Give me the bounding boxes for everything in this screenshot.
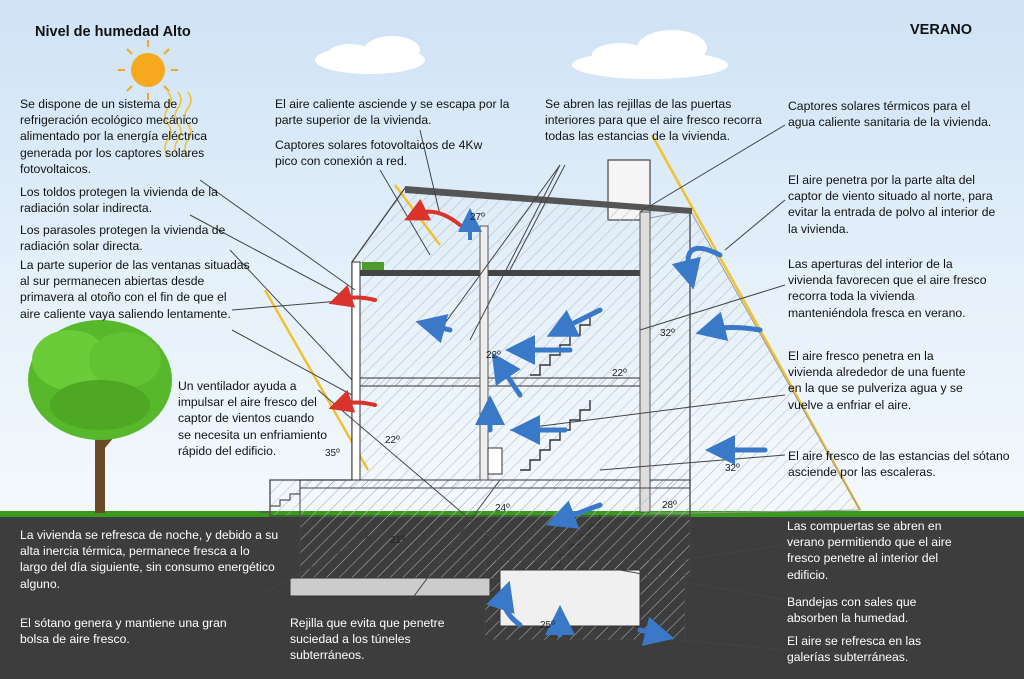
annotation-wind-catcher: El aire penetra por la parte alta del ca… [788,173,996,236]
annotation-parasols: Los parasoles protegen la vivienda de ra… [20,223,226,254]
temperature-label: 28º [662,500,677,511]
cloud-icon [315,36,425,74]
annotation-fan: Un ventilador ayuda a impulsar el aire f… [178,379,328,458]
humidity-level-title: Nivel de humedad Alto [35,24,191,40]
temperature-label: 21º [390,535,405,546]
hot-air-arrows [328,198,462,413]
annotation-dirt-grille: Rejilla que evita que penetre suciedad a… [290,616,445,663]
temperature-label: 32º [725,463,740,474]
temperature-label: 32º [660,328,675,339]
annotation-hot-air-rises: El aire caliente asciende y se escapa po… [275,97,510,128]
annotation-upper-windows: La parte superior de las ventanas situad… [20,258,250,321]
season-title: VERANO [910,22,973,38]
annotation-mechanical-cooling: Se dispone de un sistema de refrigeració… [20,97,207,176]
tree-icon [28,320,172,513]
temperature-label: 22º [486,350,501,361]
building-structure [260,186,692,641]
sun-icon [118,40,178,100]
temperature-label: 35º [325,448,340,459]
annotation-night-cooling: La vivienda se refresca de noche, y debi… [20,528,279,591]
annotation-thermal-collectors: Captores solares térmicos para el agua c… [788,99,992,130]
annotation-awnings: Los toldos protegen la vivienda de la ra… [20,185,218,216]
annotation-underground-galleries: El aire se refresca en las galerías subt… [787,634,922,665]
annotation-salt-trays: Bandejas con sales que absorben la humed… [787,595,917,626]
annotation-door-grilles: Se abren las rejillas de las puertas int… [545,97,762,144]
temperature-label: 22º [385,435,400,446]
annotation-pv-collectors: Captores solares fotovoltaicos de 4Kw pi… [275,138,483,169]
temperature-label: 27º [470,212,485,223]
temperature-label: 22º [612,368,627,379]
cloud-icon [572,30,728,79]
cool-air-arrows [415,245,768,646]
annotation-floodgates: Las compuertas se abren en verano permit… [787,519,952,582]
annotation-interior-openings: Las aperturas del interior de la viviend… [788,257,987,320]
annotation-basement-stairs: El aire fresco de las estancias del sóta… [788,449,1010,480]
heat-wave-lines [164,91,192,157]
temperature-label: 24º [495,503,510,514]
annotation-basement-air: El sótano genera y mantiene una gran bol… [20,616,227,647]
annotation-fountain: El aire fresco penetra en la vivienda al… [788,349,966,412]
temperature-label: 25º [540,620,555,631]
